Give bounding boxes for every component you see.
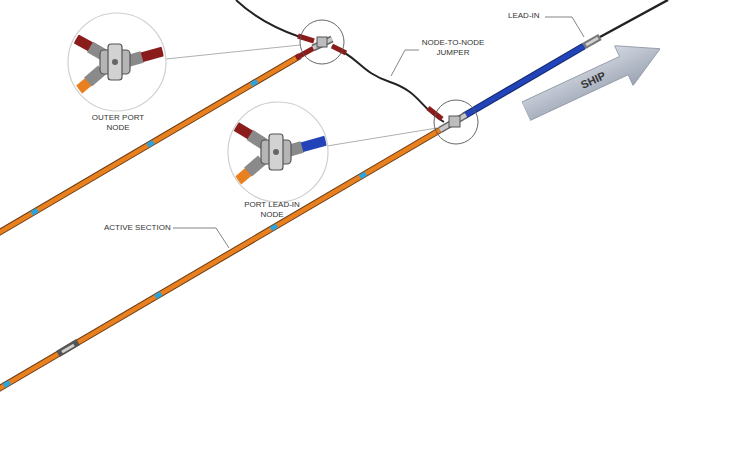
leader-line (173, 228, 229, 248)
outer-port-node (300, 20, 344, 64)
marker-band (4, 382, 10, 386)
part-label: LEAD-IN (508, 11, 540, 21)
part-label: OUTER PORT NODE (87, 113, 149, 132)
red-sleeve (428, 108, 442, 119)
arrow-outline (517, 29, 670, 131)
leader-line (166, 45, 300, 59)
part-label: NODE-TO-NODE JUMPER (420, 38, 486, 57)
marker-band (155, 293, 161, 297)
port-lead-in-node-detail (215, 102, 335, 202)
part-label: PORT LEAD-IN NODE (239, 200, 305, 219)
lead-in-cable (600, 0, 668, 37)
red-sleeve (332, 46, 346, 53)
marker-band (148, 142, 154, 146)
leader-line (545, 17, 584, 37)
node-to-node-jumper (332, 46, 444, 122)
inner-streamer (0, 130, 440, 391)
marker-band (360, 173, 366, 177)
leader-line (391, 50, 419, 76)
lead-in-connector (586, 38, 598, 45)
part-label: ACTIVE SECTION (104, 223, 171, 233)
marker-band (271, 226, 277, 230)
outer-port-node-detail (55, 13, 175, 111)
marker-band (251, 81, 257, 85)
marker-band (32, 210, 38, 214)
tow-cable (236, 0, 300, 37)
lead-in-connector (584, 37, 600, 46)
port-lead-in-node (434, 100, 478, 144)
